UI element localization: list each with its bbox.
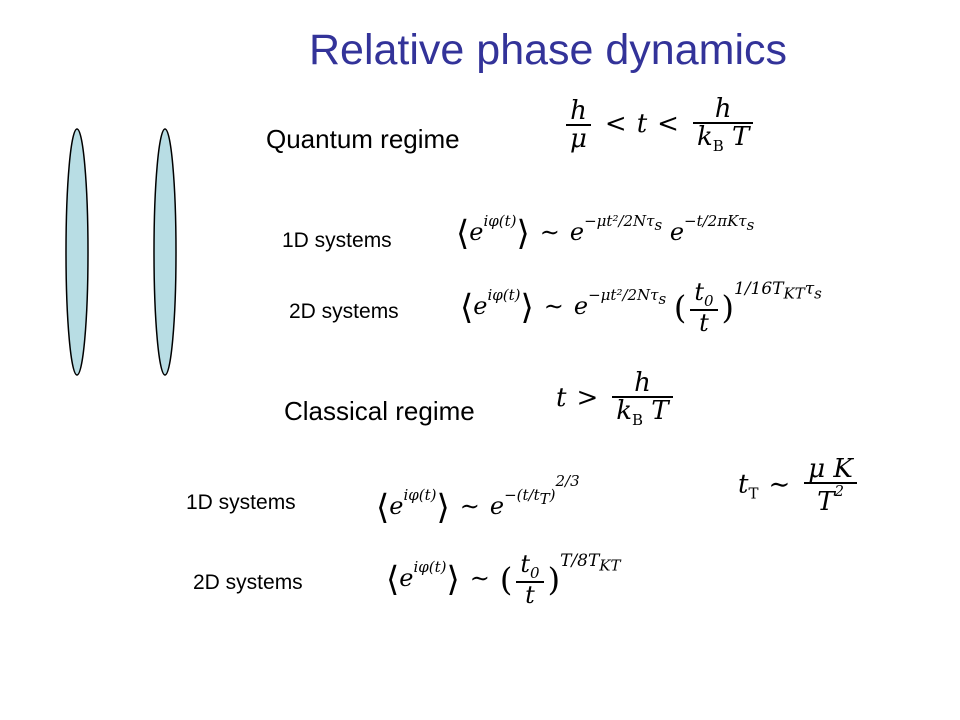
right-cloud xyxy=(153,128,177,376)
classical-regime-label: Classical regime xyxy=(284,396,475,426)
classical-2d-label: 2D systems xyxy=(193,571,303,594)
classical-1d-label: 1D systems xyxy=(186,491,296,514)
slide-title: Relative phase dynamics xyxy=(308,26,788,74)
classical-1d-formula: ⟨eiφ(t)⟩∼e−(t/tT)2/3 xyxy=(376,472,580,528)
quantum-2d-label: 2D systems xyxy=(289,300,399,323)
quantum-regime-label: Quantum regime xyxy=(266,124,460,154)
left-cloud xyxy=(65,128,89,376)
two-elongated-clouds xyxy=(65,128,177,376)
quantum-1d-label: 1D systems xyxy=(282,229,392,252)
quantum-1d-formula: ⟨eiφ(t)⟩∼e−μt²/2Nτs e−t/2πKτs xyxy=(456,212,755,254)
